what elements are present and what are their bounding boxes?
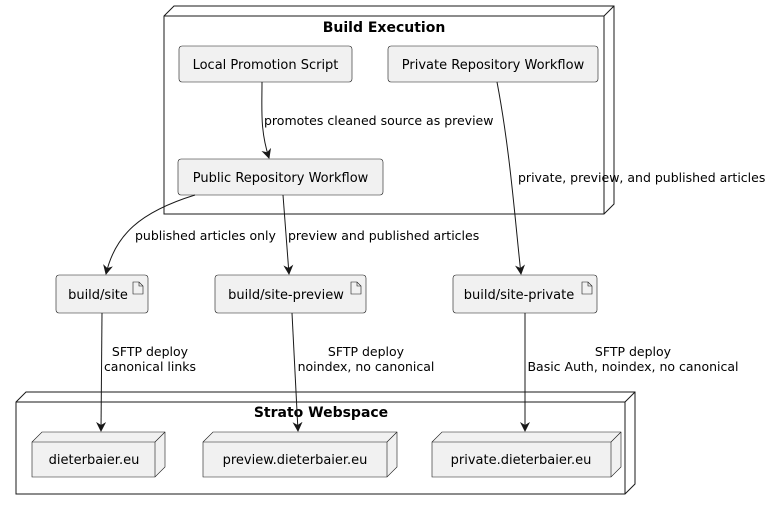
local-promotion-script-label: Local Promotion Script (193, 58, 339, 73)
edge-deploy-main-line2: canonical links (104, 359, 196, 374)
build-site-preview-artifact: build/site-preview (214, 274, 367, 314)
edge-deploy-preview-line2: noindex, no canonical (298, 359, 435, 374)
build-site-private-artifact: build/site-private (452, 274, 598, 314)
artifact-icon (132, 281, 144, 295)
host-preview-label: preview.dieterbaier.eu (223, 453, 368, 468)
edge-deploy-preview: SFTP deploy noindex, no canonical (291, 312, 435, 432)
host-private-node: private.dieterbaier.eu (431, 431, 622, 478)
edge-deploy-main: SFTP deploy canonical links (96, 312, 196, 432)
private-repository-workflow-label: Private Repository Workflow (402, 58, 585, 73)
edge-published-only: published articles only (103, 194, 277, 275)
host-private-label: private.dieterbaier.eu (451, 453, 592, 468)
edge-published-only-label: published articles only (135, 228, 277, 243)
public-repository-workflow-label: Public Repository Workflow (193, 171, 369, 186)
edge-deploy-private-line1: SFTP deploy (595, 344, 672, 359)
edge-preview-published-label: preview and published articles (288, 228, 479, 243)
host-dieterbaier-node: dieterbaier.eu (31, 431, 166, 478)
host-dieterbaier-label: dieterbaier.eu (49, 453, 140, 468)
edge-deploy-preview-line1: SFTP deploy (328, 344, 405, 359)
edge-promote: promotes cleaned source as preview (261, 81, 493, 159)
build-execution-title: Build Execution (323, 20, 446, 36)
local-promotion-script-node: Local Promotion Script (178, 45, 353, 83)
build-site-label: build/site (68, 288, 128, 303)
edge-private-build: private, preview, and published articles (496, 81, 765, 275)
edge-private-build-label: private, preview, and published articles (518, 170, 765, 185)
edge-deploy-main-line1: SFTP deploy (112, 344, 189, 359)
edge-deploy-private: SFTP deploy Basic Auth, noindex, no cano… (520, 313, 739, 432)
public-repository-workflow-node: Public Repository Workflow (177, 158, 384, 196)
build-site-private-label: build/site-private (464, 288, 574, 303)
artifact-icon (581, 281, 593, 295)
build-site-artifact: build/site (55, 274, 149, 314)
edge-deploy-private-line2: Basic Auth, noindex, no canonical (527, 359, 738, 374)
artifact-icon (350, 281, 362, 295)
edge-promote-label: promotes cleaned source as preview (264, 113, 493, 128)
build-site-preview-label: build/site-preview (228, 288, 344, 303)
host-preview-node: preview.dieterbaier.eu (202, 431, 398, 478)
private-repository-workflow-node: Private Repository Workflow (387, 45, 599, 83)
strato-webspace-title: Strato Webspace (254, 405, 388, 421)
edge-preview-published: preview and published articles (282, 194, 479, 275)
